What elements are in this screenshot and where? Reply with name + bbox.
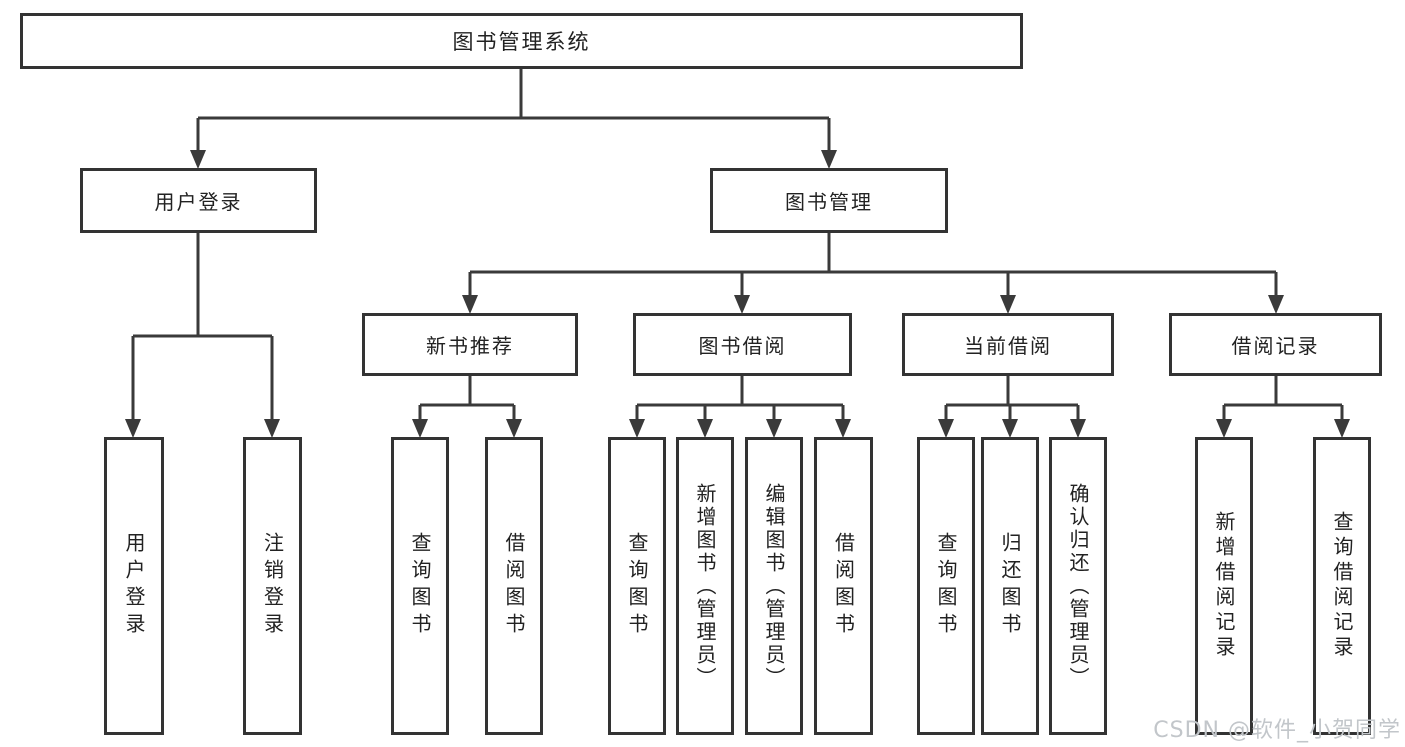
node-borrow-records: 借阅记录 <box>1169 313 1382 376</box>
leaf-borrow-books-1: 借阅图书 <box>485 437 543 735</box>
arrow-head <box>190 150 206 169</box>
node-book-management-label: 图书管理 <box>785 190 873 214</box>
connector-book-management-to-level3 <box>462 232 1284 314</box>
arrow-head <box>821 150 837 169</box>
leaf-logout-label: 注销登录 <box>260 532 285 640</box>
leaf-user-login: 用户登录 <box>104 437 164 735</box>
node-new-book-recommend: 新书推荐 <box>362 313 578 376</box>
leaf-borrow-books-2: 借阅图书 <box>814 437 873 735</box>
leaf-confirm-return-admin: 确认归还（管理员） <box>1049 437 1107 735</box>
arrow-head <box>1268 295 1284 314</box>
arrow-head <box>1070 419 1086 438</box>
connector-borrow-records-children <box>1216 375 1350 438</box>
leaf-query-books-3: 查询图书 <box>917 437 975 735</box>
node-root-label: 图书管理系统 <box>452 30 591 54</box>
leaf-confirm-return-admin-label: 确认归还（管理员） <box>1066 482 1090 690</box>
leaf-user-login-label: 用户登录 <box>122 532 146 640</box>
arrow-head <box>938 419 954 438</box>
csdn-watermark: CSDN @软件_小贺同学 <box>1153 718 1401 743</box>
leaf-query-books-3-label: 查询图书 <box>934 532 958 640</box>
arrow-head <box>412 419 428 438</box>
arrow-head <box>1002 419 1018 438</box>
node-new-book-recommend-label: 新书推荐 <box>426 334 514 358</box>
leaf-add-borrow-record: 新增借阅记录 <box>1195 437 1253 735</box>
leaf-borrow-books-2-label: 借阅图书 <box>831 532 856 640</box>
leaf-add-book-admin: 新增图书（管理员） <box>676 437 734 735</box>
arrow-head <box>1334 419 1350 438</box>
arrow-head <box>462 295 478 314</box>
leaf-edit-book-admin: 编辑图书（管理员） <box>745 437 803 735</box>
node-book-management: 图书管理 <box>710 168 948 233</box>
leaf-logout: 注销登录 <box>243 437 302 735</box>
node-book-borrow-label: 图书借阅 <box>698 334 787 358</box>
arrow-head <box>1216 419 1232 438</box>
arrow-head <box>766 419 782 438</box>
leaf-borrow-books-1-label: 借阅图书 <box>502 532 526 640</box>
leaf-query-borrow-record-label: 查询借阅记录 <box>1330 511 1354 661</box>
arrow-head <box>264 419 280 438</box>
arrow-head <box>629 419 645 438</box>
arrow-head <box>1000 295 1016 314</box>
node-current-borrow: 当前借阅 <box>902 313 1114 376</box>
leaf-return-book: 归还图书 <box>981 437 1039 735</box>
connector-user-login-children <box>125 232 280 438</box>
connector-new-book-recommend-children <box>412 375 522 438</box>
arrow-head <box>697 419 713 438</box>
connector-root-to-level2 <box>190 68 837 169</box>
leaf-add-book-admin-label: 新增图书（管理员） <box>693 482 717 690</box>
node-user-login-label: 用户登录 <box>154 190 243 214</box>
arrow-head <box>734 295 750 314</box>
node-borrow-records-label: 借阅记录 <box>1231 334 1320 358</box>
arrow-head <box>835 419 851 438</box>
arrow-head <box>506 419 522 438</box>
node-user-login: 用户登录 <box>80 168 317 233</box>
node-current-borrow-label: 当前借阅 <box>964 334 1052 358</box>
leaf-query-books-2-label: 查询图书 <box>625 532 649 640</box>
connector-book-borrow-children <box>629 375 851 438</box>
leaf-query-books-1: 查询图书 <box>391 437 449 735</box>
leaf-query-books-2: 查询图书 <box>608 437 666 735</box>
leaf-return-book-label: 归还图书 <box>998 532 1022 640</box>
node-root: 图书管理系统 <box>20 13 1023 69</box>
leaf-query-books-1-label: 查询图书 <box>408 532 432 640</box>
connector-current-borrow-children <box>938 375 1086 438</box>
leaf-add-borrow-record-label: 新增借阅记录 <box>1212 511 1236 661</box>
node-book-borrow: 图书借阅 <box>633 313 852 376</box>
leaf-query-borrow-record: 查询借阅记录 <box>1313 437 1371 735</box>
leaf-edit-book-admin-label: 编辑图书（管理员） <box>762 482 786 690</box>
arrow-head <box>125 419 141 438</box>
